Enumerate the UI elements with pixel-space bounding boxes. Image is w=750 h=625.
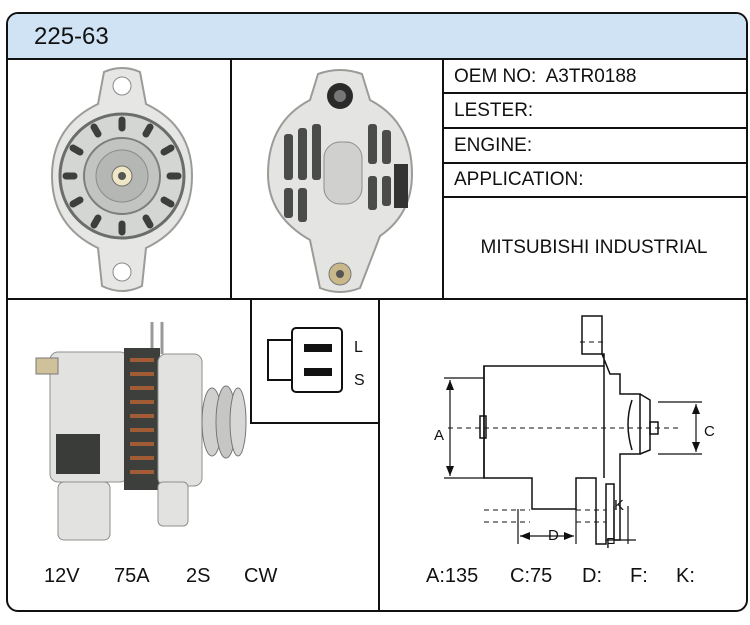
spec-sheet: 225-63 OEM NO: A3TR0188 LESTER: ENGINE: … — [6, 12, 748, 612]
dim-label-f: F — [606, 535, 615, 552]
dimension-c-value: C:75 — [510, 565, 553, 587]
oem-label: OEM NO: — [454, 66, 537, 87]
engine-row: ENGINE: — [454, 135, 532, 157]
application-row: APPLICATION: — [454, 169, 584, 191]
dim-label-d: D — [548, 527, 559, 544]
dimension-a-value: A:135 — [426, 565, 479, 587]
connector-plug-diagram — [267, 327, 343, 393]
spec-row-line — [442, 127, 746, 129]
oem-number-row: OEM NO: A3TR0188 — [454, 66, 636, 88]
application-label: APPLICATION: — [454, 169, 584, 190]
amperage-value: 75A — [114, 565, 150, 587]
dimension-f-value: F: — [630, 565, 648, 587]
pulley-value: 2S — [186, 565, 211, 587]
row-divider — [8, 298, 746, 300]
dim-label-k: K — [614, 497, 624, 514]
terminal-label-l: L — [354, 339, 363, 356]
column-divider-top-1 — [230, 58, 232, 298]
rotation-value: CW — [244, 565, 278, 587]
engine-label: ENGINE: — [454, 135, 533, 156]
dimension-drawing: A C D K F — [434, 315, 715, 552]
spec-row-line — [442, 92, 746, 94]
title-bar: 225-63 — [8, 14, 746, 60]
dim-label-a: A — [434, 427, 444, 444]
column-divider-bottom-2 — [378, 298, 380, 610]
spec-row-line — [442, 196, 746, 198]
part-number-title: 225-63 — [34, 23, 109, 50]
dimension-k-value: K: — [676, 565, 695, 587]
application-value: MITSUBISHI INDUSTRIAL — [480, 237, 708, 258]
lester-label: LESTER: — [454, 100, 534, 121]
dim-label-c: C — [704, 423, 715, 440]
oem-value: A3TR0188 — [545, 66, 637, 87]
alternator-rear-view-image — [266, 69, 414, 293]
dimension-d-value: D: — [582, 565, 602, 587]
lester-row: LESTER: — [454, 100, 533, 122]
terminal-label-s: S — [354, 372, 365, 389]
spec-row-line — [442, 162, 746, 164]
plug-box-bottom — [250, 422, 380, 424]
column-divider-top-2 — [442, 58, 444, 298]
column-divider-bottom-1 — [250, 298, 252, 422]
alternator-side-view-image — [35, 322, 247, 541]
voltage-value: 12V — [44, 565, 80, 587]
alternator-front-view-image — [50, 67, 194, 292]
